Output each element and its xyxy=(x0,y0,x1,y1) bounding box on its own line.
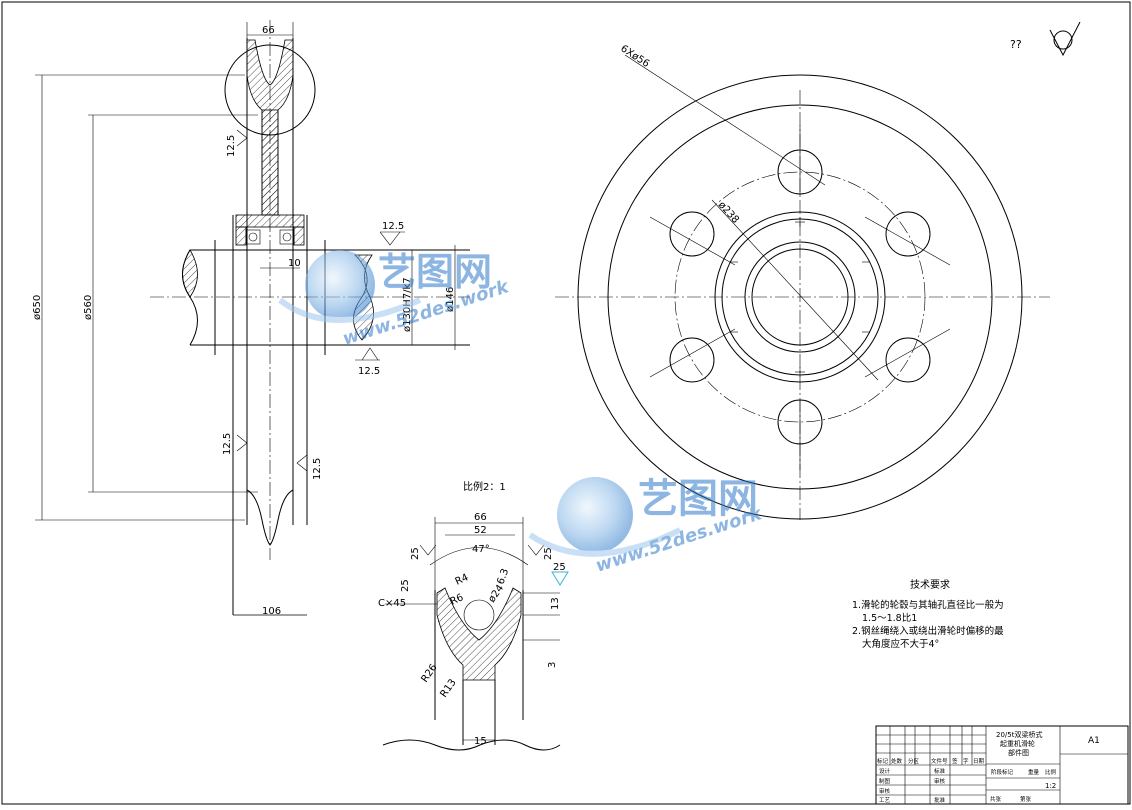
tb-name-3: 部件图 xyxy=(1008,748,1029,757)
end-view: 6Xø56 ø238 xyxy=(555,43,1050,520)
watermark-logo-1: 艺图网 xyxy=(378,250,492,294)
rough-12-5-e: 12.5 xyxy=(312,458,323,480)
title-block: 标记 处数 分区 文件号 签 字 日期 设计 标准 制图 审核 审核 工艺 批准… xyxy=(875,725,1129,805)
dim-106: 106 xyxy=(262,606,281,617)
detail-chamfer: C×45 xyxy=(378,598,406,609)
notes-title: 技术要求 xyxy=(910,578,950,591)
detail-r13: R13 xyxy=(438,677,458,699)
tb-approve: 批准 xyxy=(934,796,946,804)
tb-sheet-size: A1 xyxy=(1088,736,1100,746)
detail-r26: R26 xyxy=(419,662,439,684)
tb-proc: 工艺 xyxy=(879,797,891,804)
tb-name-2: 起重机滑轮 xyxy=(1000,739,1035,748)
rough-12-5-c: 12.5 xyxy=(358,366,380,377)
notes-line-2: 1.5～1.8比1 xyxy=(862,612,917,624)
detail-52: 52 xyxy=(474,525,487,536)
detail-scale: 比例2：1 xyxy=(463,480,506,493)
detail-r6: R6 xyxy=(449,592,466,608)
detail-3: 3 xyxy=(547,662,558,668)
tb-scale-val: 1:2 xyxy=(1045,782,1056,790)
tb-col-1: 标记 xyxy=(877,757,889,765)
detail-ra-25-c: 25 xyxy=(400,579,411,592)
tb-sheets-total: 共张 xyxy=(990,795,1002,803)
notes-line-3: 2.钢丝绳绕入或绕出滑轮时偏移的最 xyxy=(852,625,1004,637)
detail-66: 66 xyxy=(474,512,487,523)
watermark-logo-2: 艺图网 xyxy=(638,476,758,522)
detail-13: 13 xyxy=(550,597,561,610)
detail-angle: 47° xyxy=(472,544,490,555)
rough-12-5-b: 12.5 xyxy=(382,221,404,232)
tb-name-1: 20/5t双梁桥式 xyxy=(996,730,1042,739)
roughness-symbol xyxy=(1049,21,1081,57)
dim-holes: 6Xø56 xyxy=(618,43,651,70)
detail-6-3: 6.3 xyxy=(495,567,511,586)
tb-sheet-no: 第张 xyxy=(1020,795,1032,803)
notes-line-1: 1.滑轮的轮毂与其轴孔直径比一般为 xyxy=(852,599,1004,611)
tb-col-7: 日期 xyxy=(973,758,985,765)
rough-12-5-a: 12.5 xyxy=(226,135,237,157)
dim-560: ø560 xyxy=(83,295,94,320)
notes-line-4: 大角度应不大于4° xyxy=(862,638,939,650)
section-view: 66 ø650 ø560 12.5 12.5 10 ø130H7/k7 ø146… xyxy=(32,20,470,617)
tb-col-2: 处数 xyxy=(891,757,903,765)
roughness-note: ?? xyxy=(1010,38,1022,51)
detail-ra-25-d: 25 xyxy=(553,562,566,573)
tb-scale: 比例 xyxy=(1045,768,1057,776)
tb-col-5: 签 xyxy=(952,757,958,765)
tb-check: 审核 xyxy=(879,787,891,795)
bolt-holes xyxy=(649,125,951,470)
detail-15: 15 xyxy=(474,736,487,747)
detail-ra-25-a: 25 xyxy=(410,547,421,560)
tb-design: 设计 xyxy=(879,767,891,775)
tb-col-6: 字 xyxy=(963,757,969,765)
dim-650: ø650 xyxy=(32,295,43,320)
tb-stage: 阶段标记 xyxy=(991,768,1014,776)
tb-weight: 重量 xyxy=(1028,768,1040,776)
detail-ra-25-b: 25 xyxy=(543,547,554,560)
tb-col-4: 文件号 xyxy=(931,757,948,765)
watermark-1: 艺图网 www.52des.work xyxy=(278,250,512,350)
watermark-2: 艺图网 www.52des.work xyxy=(528,476,765,577)
technical-requirements: 技术要求 1.滑轮的轮毂与其轴孔直径比一般为 1.5～1.8比1 2.钢丝绳绕入… xyxy=(852,578,1004,650)
dim-top-width: 66 xyxy=(262,25,275,36)
tb-draw: 制图 xyxy=(879,777,891,785)
tb-std: 标准 xyxy=(934,767,946,775)
dim-pcd: ø238 xyxy=(716,200,741,226)
dim-10: 10 xyxy=(288,258,301,269)
dim-146: ø146 xyxy=(445,287,456,312)
rough-12-5-d: 12.5 xyxy=(222,433,233,455)
tb-col-3: 分区 xyxy=(908,757,920,765)
detail-d24: ø24 xyxy=(486,583,506,605)
groove-detail: 比例2：1 66 52 47° 25 25 25 25 R4 R6 ø24 6.… xyxy=(378,480,569,751)
tb-review: 审核 xyxy=(934,777,946,785)
detail-r4: R4 xyxy=(454,572,471,588)
